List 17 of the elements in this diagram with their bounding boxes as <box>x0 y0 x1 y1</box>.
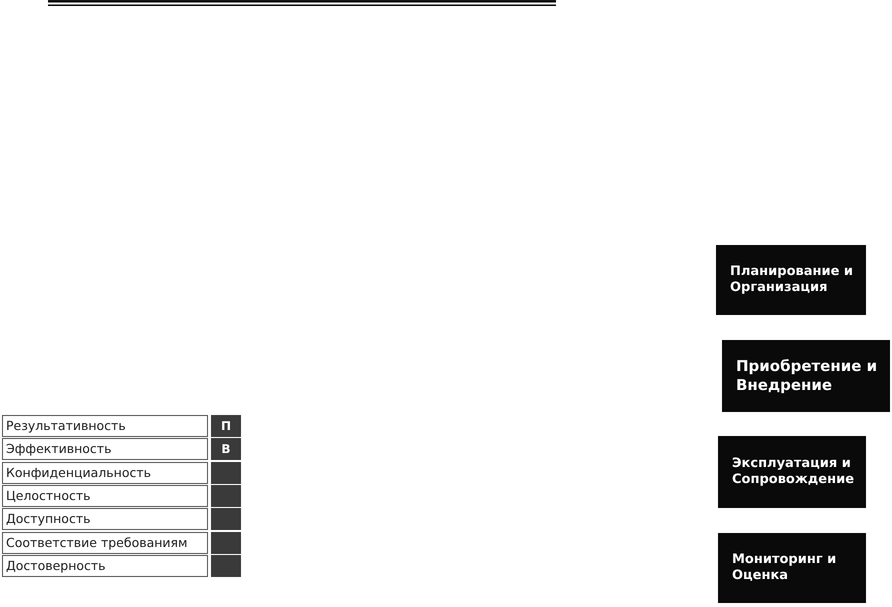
table-cell: Соответствие требованиям <box>2 532 208 554</box>
box-label: Мониторинг и Оценка <box>732 552 838 584</box>
process-box <box>718 533 866 603</box>
table-cell: Конфиденциальность <box>2 462 208 484</box>
table-cell: Доступность <box>2 508 208 530</box>
box-label: Планирование и Организация <box>730 264 854 296</box>
process-box <box>716 245 866 315</box>
table-cell: Результативность <box>2 415 208 437</box>
table-cell: В <box>211 438 241 460</box>
table-cell: Целостность <box>2 484 208 507</box>
table-cell: Достоверность <box>2 554 208 577</box>
box-label: Приобретение и Внедрение <box>736 357 878 395</box>
process-box <box>718 436 866 508</box>
process-box <box>722 340 890 412</box>
table-cell: Эффективность <box>2 438 208 460</box>
box-label: Эксплуатация и Сопровождение <box>732 456 856 488</box>
table-cell: П <box>211 415 241 437</box>
